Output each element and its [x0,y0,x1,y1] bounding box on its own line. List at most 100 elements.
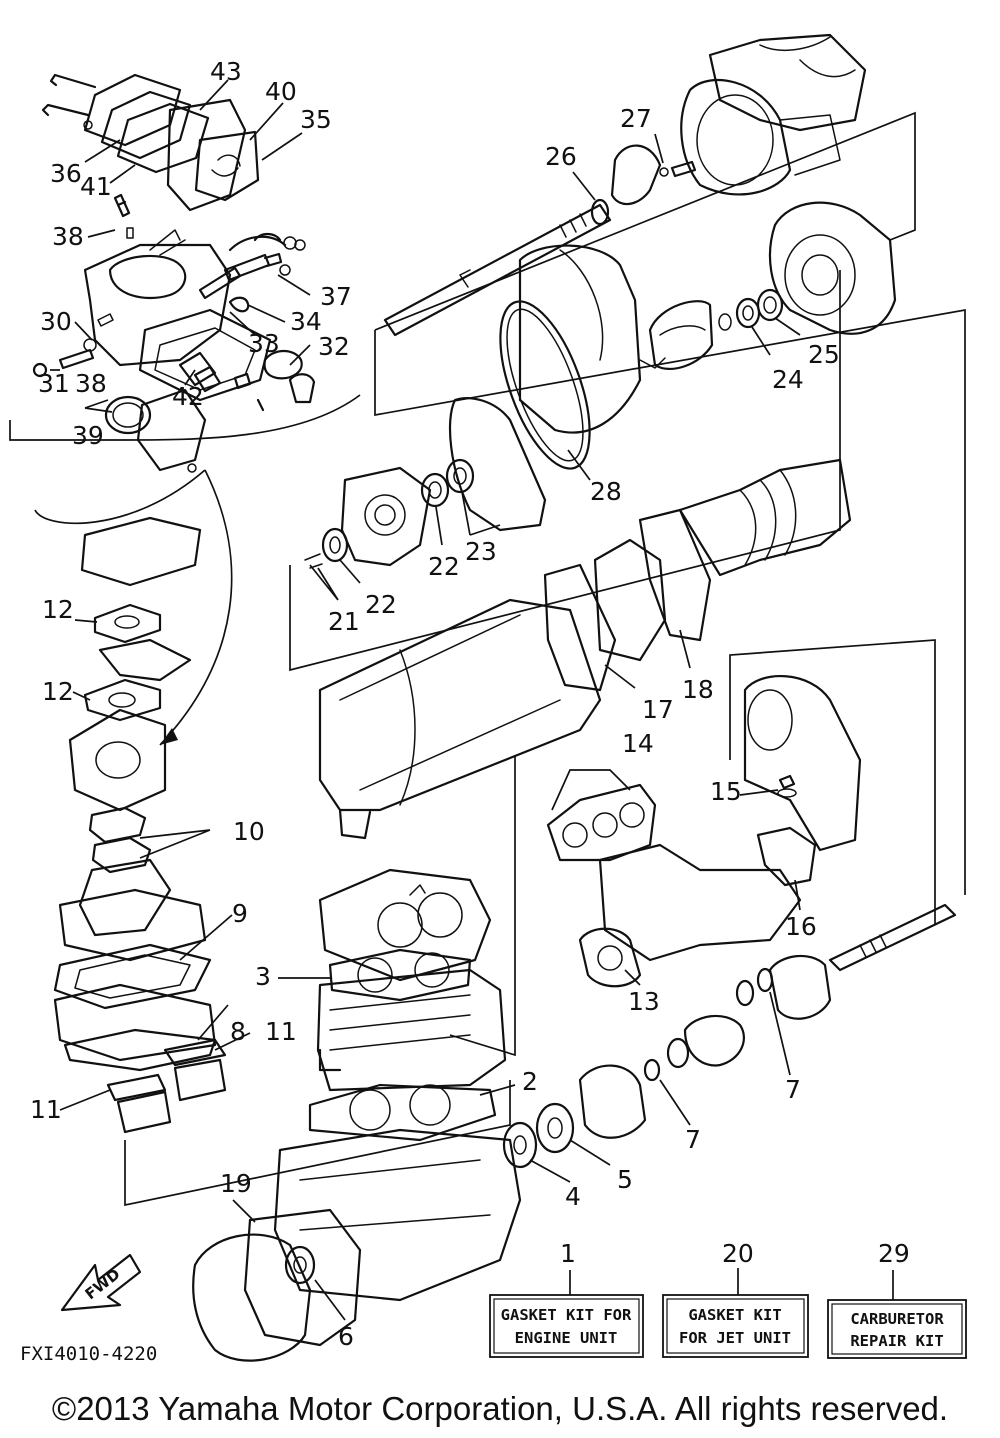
gasket-2 [308,1083,497,1142]
carb-body [83,243,232,367]
seal-4 [502,1121,538,1169]
callout-12: 12 [42,595,74,624]
gasket-17 [543,563,617,692]
callout-35: 35 [300,105,332,134]
o-ring-7-lower [643,1058,661,1082]
callout-2: 2 [522,1067,538,1096]
callout-34: 34 [290,307,322,336]
nozzle-housing [680,78,792,196]
callout-18: 18 [682,675,714,704]
exhaust-pipe [678,458,852,577]
exhaust-assembly [318,458,862,988]
callout-36: 36 [50,159,82,188]
gasket-10b [91,836,152,874]
callout-14: 14 [622,729,654,758]
callout-7: 7 [685,1125,701,1154]
intake-spacer [78,858,172,937]
callout-17: 17 [642,695,674,724]
kit-box-1: GASKET KIT FOR ENGINE UNIT [489,1294,644,1358]
callout-numbers: 2345677891011111212131415161718192122222… [30,57,840,1351]
bearing-housing [340,466,432,567]
kit-1-number: 1 [560,1239,576,1268]
gasket-10a [88,806,147,844]
screw-38-upper [113,193,131,218]
impeller [648,300,714,370]
bearing-22-upper [420,472,450,508]
callout-19: 19 [220,1169,252,1198]
gasket-13 [578,927,642,988]
callout-28: 28 [590,477,622,506]
gasket-41 [116,102,210,174]
seal-5 [535,1102,575,1154]
drawing-code: FXI4010-4220 [20,1343,157,1365]
callout-37: 37 [320,282,352,311]
exhaust-manifold-box [449,755,516,1057]
gasket-18 [638,508,712,642]
callout-30: 30 [40,307,72,336]
callout-16: 16 [785,912,817,941]
bearing-22-lower [321,527,349,563]
callout-22: 22 [365,590,397,619]
group-boundaries [9,111,966,1207]
drive-shaft [383,203,612,337]
callout-38: 38 [52,222,84,251]
kit-1-line1: GASKET KIT FOR [501,1306,632,1324]
callout-3: 3 [255,962,271,991]
collar [735,979,755,1007]
steering-nozzle [708,33,867,132]
intake-flange [83,73,182,147]
gasket-16 [756,826,817,887]
callout-21: 21 [328,607,360,636]
o-rings-21 [304,553,323,569]
carburetor [68,708,167,812]
fwd-arrow: FWD [60,1253,142,1312]
kit-20-number: 20 [722,1239,754,1268]
air-box-cover [80,516,202,587]
seal-28 [499,300,591,470]
callout-5: 5 [617,1165,633,1194]
leader-lines [50,79,894,1321]
needle-37 [223,252,283,282]
diaphragm-39 [104,395,152,435]
engine-assembly [53,516,957,1362]
callout-23: 23 [465,537,497,566]
callout-22: 22 [428,552,460,581]
damper [683,1014,746,1067]
left-column-boundary [34,469,233,746]
impeller-box [289,270,841,672]
carb-top [166,98,247,212]
diaphragm-cover [194,130,260,202]
pump-housing [768,201,897,335]
callout-7: 7 [785,1075,801,1104]
carburetor-group-boundary [9,394,361,441]
kit-29-number: 29 [878,1239,910,1268]
seal-25 [756,288,784,322]
callout-42: 42 [172,382,204,411]
jet-box-top [374,111,916,331]
callout-43: 43 [210,57,242,86]
bearing-24 [735,297,761,329]
callout-39: 39 [72,421,104,450]
callout-11: 11 [265,1017,297,1046]
callout-9: 9 [232,899,248,928]
callout-13: 13 [628,987,660,1016]
cone [610,144,662,206]
kit-box-20: GASKET KIT FOR JET UNIT [662,1294,809,1358]
arrow-head [160,728,178,745]
kit-20-line1: GASKET KIT [688,1306,781,1324]
callout-26: 26 [545,142,577,171]
coupler [768,954,832,1020]
adapter-plate [98,638,192,682]
callout-15: 15 [710,777,742,806]
plug-15 [778,774,796,790]
gasket-14 [546,783,657,862]
cylinder-block [316,968,507,1092]
gasket-8 [63,1028,217,1072]
kit-29-line1: CARBURETOR [850,1310,944,1328]
cover-plate [136,388,207,472]
callout-41: 41 [80,172,112,201]
callout-12: 12 [42,677,74,706]
kit-29-line2: REPAIR KIT [850,1332,943,1350]
carburetor-assembly [32,73,316,473]
